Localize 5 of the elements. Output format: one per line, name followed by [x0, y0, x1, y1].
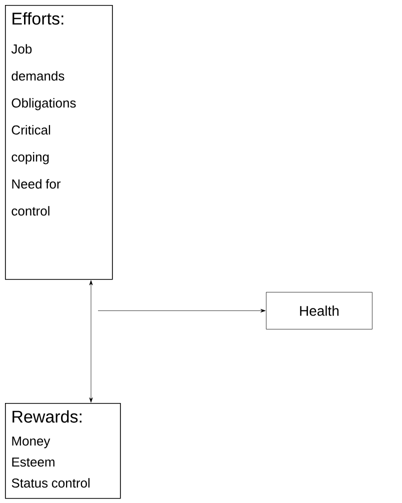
text-box: Rewards: Money Esteem Status control [5, 403, 121, 499]
outcome-box: Health [266, 292, 372, 330]
arrow [89, 280, 93, 403]
arrow [98, 308, 266, 312]
text-box: Efforts: Job demands Obligations Critical coping Need for control [5, 5, 113, 280]
